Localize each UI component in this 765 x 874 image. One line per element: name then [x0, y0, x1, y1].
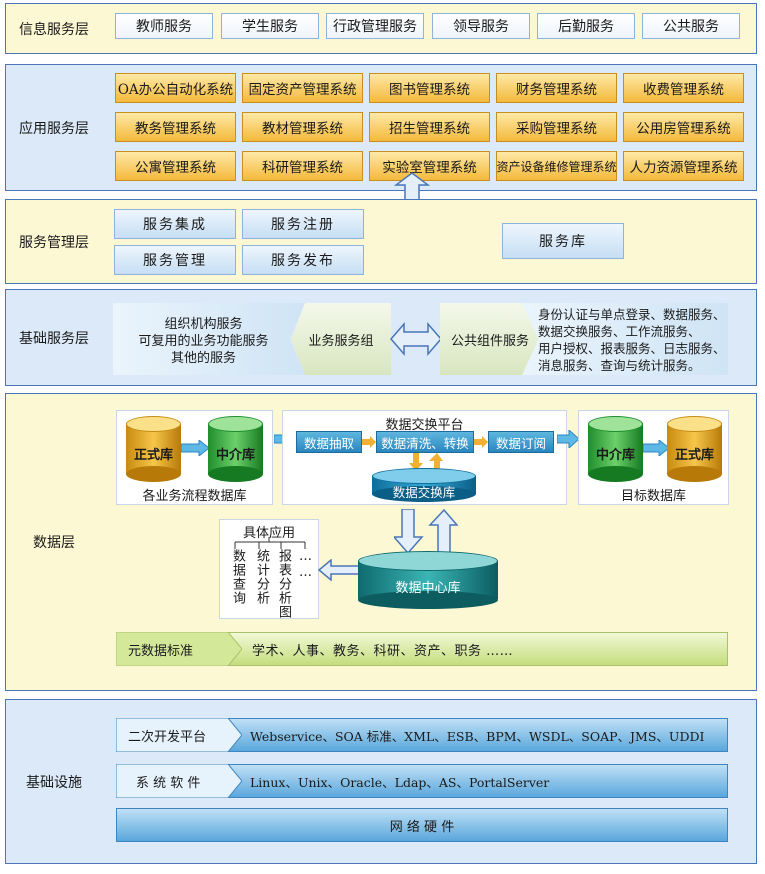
system-software-items: Linux、Unix、Oracle、Ldap、AS、PortalServer	[250, 774, 550, 790]
base-business-group: 业务服务组	[291, 303, 391, 375]
layer-mgmt: 服务管理层 服务集成 服务注册 服务管理 服务发布 服务库	[5, 199, 757, 284]
base-double-arrow	[390, 321, 442, 357]
system-software-label: 系 统 软 件	[136, 775, 201, 791]
source-formal-db: 正式库	[126, 416, 181, 482]
base-public-component: 公共组件服务	[440, 303, 540, 375]
app-laboratory: 实验室管理系统	[369, 151, 490, 181]
app-oa: OA办公自动化系统	[115, 73, 236, 103]
app-research: 科研管理系统	[242, 151, 363, 181]
exchange-db-label: 数据交换库	[392, 485, 456, 500]
source-middle-db: 中介库	[208, 416, 263, 482]
base-left-panel	[113, 303, 305, 375]
target-formal-db: 正式库	[667, 416, 722, 482]
specific-app-tree-lines	[234, 537, 306, 549]
app-admission: 招生管理系统	[369, 112, 490, 142]
source-formal-label: 正式库	[133, 448, 173, 463]
base-left-line-3: 其他的服务	[170, 351, 236, 366]
source-arrow	[181, 440, 209, 456]
app-col-statistics: 统计分析	[254, 549, 269, 605]
info-item-admin: 行政管理服务	[326, 13, 424, 39]
clean-subscribe-arrow	[474, 436, 488, 448]
app-equipment-repair: 资产设备维修管理系统	[496, 151, 617, 181]
app-finance: 财务管理系统	[496, 73, 617, 103]
layer-infra-label: 基础设施	[26, 774, 82, 791]
layer-app-label: 应用服务层	[19, 120, 89, 137]
app-library: 图书管理系统	[369, 73, 490, 103]
base-left-text: 组织机构服务 可复用的业务功能服务 其他的服务	[116, 316, 291, 367]
base-right-line-4: 消息服务、查询与统计服务。	[538, 358, 701, 373]
mgmt-library: 服务库	[502, 223, 624, 259]
base-right-line-1: 身份认证与单点登录、数据服务、	[538, 307, 726, 322]
layer-base: 基础服务层 组织机构服务 可复用的业务功能服务 其他的服务 业务服务组 公共组件…	[5, 289, 757, 386]
to-target-arrow	[557, 430, 579, 448]
network-hardware-bar	[116, 808, 728, 842]
layer-app: 应用服务层 OA办公自动化系统 固定资产管理系统 图书管理系统 财务管理系统 收…	[5, 64, 757, 191]
source-middle-label: 中介库	[215, 448, 255, 463]
info-item-student: 学生服务	[221, 13, 319, 39]
base-right-panel	[522, 303, 728, 375]
exchange-db: 数据交换库	[372, 468, 476, 502]
clean-exchange-arrows	[409, 453, 443, 471]
dev-platform-items: Webservice、SOA 标准、XML、ESB、BPM、WSDL、SOAP、…	[250, 728, 705, 744]
mgmt-integration: 服务集成	[114, 209, 236, 239]
dev-platform-chevron	[116, 718, 242, 752]
mgmt-register: 服务注册	[242, 209, 364, 239]
dev-platform-label: 二次开发平台	[128, 729, 207, 745]
target-arrow	[643, 440, 669, 456]
layer-data-label: 数据层	[33, 535, 75, 551]
mgmt-manage: 服务管理	[114, 245, 236, 275]
app-col-query: 数据查询	[230, 549, 245, 605]
app-textbook: 教材管理系统	[242, 112, 363, 142]
base-left-line-2: 可复用的业务功能服务	[138, 334, 269, 349]
target-middle-db: 中介库	[588, 416, 643, 482]
layer-info: 信息服务层 教师服务 学生服务 行政管理服务 领导服务 后勤服务 公共服务	[5, 3, 757, 54]
layer-mgmt-label: 服务管理层	[19, 234, 89, 251]
target-middle-label: 中介库	[595, 448, 635, 463]
extract-clean-arrow	[362, 436, 376, 448]
info-item-logistics: 后勤服务	[537, 13, 635, 39]
network-hardware-label: 网 络 硬 件	[389, 819, 455, 835]
platform-clean-transform: 数据清洗、转换	[376, 431, 474, 453]
layer-infra: 基础设施 二次开发平台 Webservice、SOA 标准、XML、ESB、BP…	[5, 699, 757, 864]
data-center-label: 数据中心库	[395, 581, 461, 596]
base-right-text: 身份认证与单点登录、数据服务、 数据交换服务、工作流服务、 用户授权、报表服务、…	[538, 306, 730, 374]
app-fees: 收费管理系统	[623, 73, 744, 103]
app-col-report: 报表分析图	[276, 549, 291, 619]
layer-data: 数据层 正式库 中介库 各业务流程数据库 数据交换平台 数据抽取 数据清洗、转换…	[5, 393, 757, 691]
app-col-more: ……	[298, 549, 313, 581]
base-right-line-3: 用户授权、报表服务、日志服务、	[538, 341, 726, 356]
info-item-public: 公共服务	[642, 13, 740, 39]
mgmt-publish: 服务发布	[242, 245, 364, 275]
source-caption: 各业务流程数据库	[142, 489, 247, 504]
layer-info-label: 信息服务层	[19, 21, 89, 38]
center-to-app-arrow	[318, 559, 360, 581]
meta-standard-label: 元数据标准	[128, 643, 194, 659]
layer-base-label: 基础服务层	[19, 330, 89, 347]
meta-standard-chevron	[116, 632, 242, 666]
target-caption: 目标数据库	[620, 489, 686, 504]
platform-title: 数据交换平台	[385, 418, 464, 433]
meta-standard-items: 学术、人事、教务、科研、资产、职务 ……	[252, 643, 514, 659]
target-formal-label: 正式库	[674, 448, 714, 463]
platform-extract: 数据抽取	[296, 431, 362, 453]
base-right-line-2: 数据交换服务、工作流服务、	[538, 324, 701, 339]
specific-app-title: 具体应用	[242, 526, 295, 541]
specific-app-panel	[219, 519, 319, 619]
app-fixed-assets: 固定资产管理系统	[242, 73, 363, 103]
center-exchange-arrows	[394, 509, 458, 555]
app-procurement: 采购管理系统	[496, 112, 617, 142]
info-item-leader: 领导服务	[432, 13, 530, 39]
base-left-line-1: 组织机构服务	[164, 317, 243, 332]
app-public-housing: 公用房管理系统	[623, 112, 744, 142]
system-software-chevron	[116, 764, 242, 798]
data-center-db: 数据中心库	[358, 551, 498, 609]
app-dormitory: 公寓管理系统	[115, 151, 236, 181]
info-item-teacher: 教师服务	[115, 13, 213, 39]
app-hr: 人力资源管理系统	[623, 151, 744, 181]
app-academic: 教务管理系统	[115, 112, 236, 142]
platform-subscribe: 数据订阅	[488, 431, 554, 453]
